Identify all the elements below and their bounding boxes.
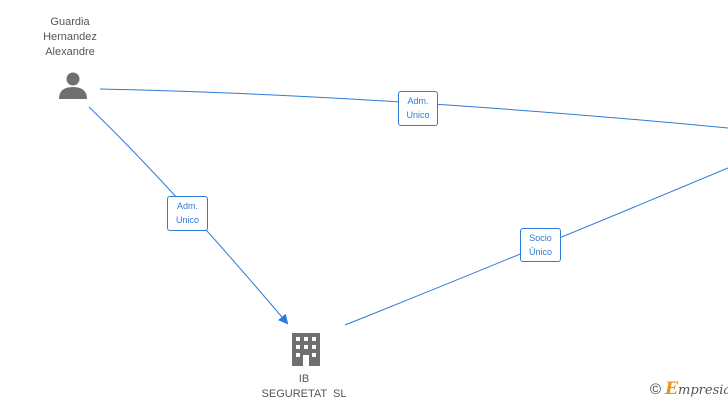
company-name-line-1: IB [298,373,310,385]
person-name[interactable]: Guardia Hernandez Alexandre [20,15,120,60]
edge-label-line: Adm. [176,201,198,211]
edge-label-line: Adm. [407,96,429,106]
edge-label-socio-unico: Socio Único [520,228,561,262]
brand-name: Empresia [665,379,728,399]
person-icon[interactable] [59,72,87,100]
brand-watermark: © Empresia [650,379,728,399]
person-name-line-2: Hernandez [43,31,97,43]
edge-label-line: Unico [406,110,430,120]
edge-label-adm-unico-top: Adm. Unico [398,91,438,126]
building-icon[interactable] [292,333,320,366]
edge-label-line: Socio [529,233,552,243]
edge-person-to-offscreen [99,88,728,129]
edge-label-adm-unico-left: Adm. Unico [167,196,208,231]
person-name-line-1: Guardia [50,16,90,28]
brand-rest: mpresia [678,383,728,398]
brand-first-letter: E [665,379,679,399]
edge-label-line: Único [528,247,552,257]
edge-label-line: Unico [175,215,199,225]
company-name-line-2: SEGURETAT SL [261,388,347,400]
person-name-line-3: Alexandre [45,46,95,58]
company-name[interactable]: IB SEGURETAT SL [244,372,364,402]
copyright-icon: © [650,380,662,398]
